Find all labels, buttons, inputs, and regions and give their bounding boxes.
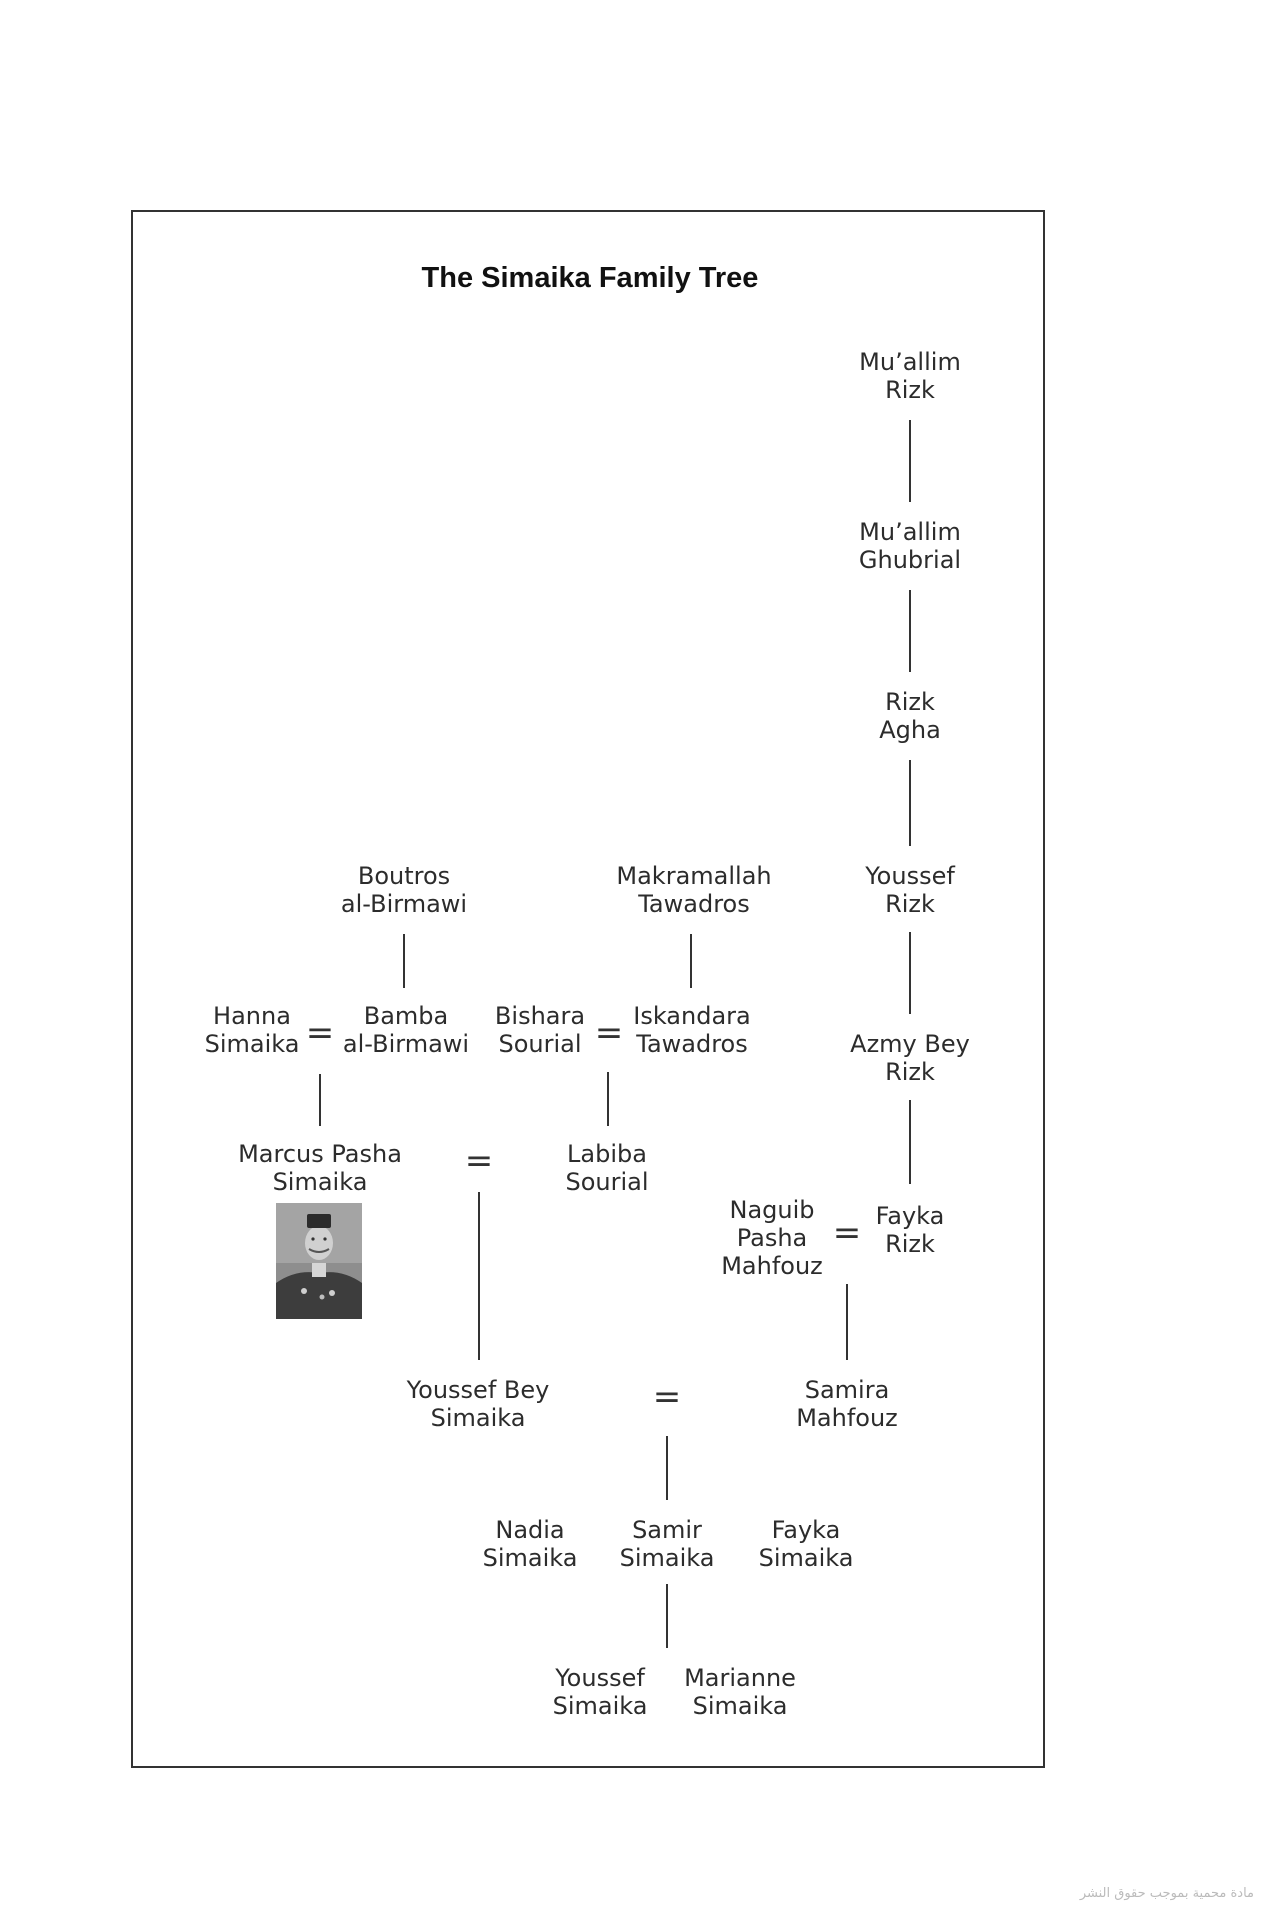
diagram-frame — [131, 210, 1045, 1768]
diagram-title: The Simaika Family Tree — [421, 262, 759, 294]
line-rizk-agha-to-youssef-rizk — [909, 760, 911, 846]
copyright-watermark: مادة محمية بموجب حقوق النشر — [1079, 1886, 1254, 1901]
line-makramallah-to-iskandara — [690, 934, 692, 988]
marriage-symbol-hanna-bamba: = — [305, 1013, 335, 1053]
line-youssef-bey-samira-to-children — [666, 1436, 668, 1500]
marcus-pasha-portrait — [276, 1203, 362, 1319]
line-bishara-iskandara-to-labiba — [607, 1072, 609, 1126]
line-azmy-bey-to-fayka-rizk — [909, 1100, 911, 1184]
marriage-symbol-naguib-fayka: = — [832, 1213, 862, 1253]
line-naguib-fayka-to-samira — [846, 1284, 848, 1360]
marriage-symbol-youssef-bey-samira: = — [652, 1377, 682, 1417]
line-hanna-bamba-to-marcus — [319, 1074, 321, 1126]
line-marcus-labiba-to-youssef-bey — [478, 1192, 480, 1360]
line-samir-to-children — [666, 1584, 668, 1648]
line-youssef-rizk-to-azmy-bey — [909, 932, 911, 1014]
line-ghubrial-to-rizk-agha — [909, 590, 911, 672]
marriage-symbol-marcus-labiba: = — [464, 1141, 494, 1181]
line-muallim-rizk-to-ghubrial — [909, 420, 911, 502]
line-boutros-to-bamba — [403, 934, 405, 988]
marriage-symbol-bishara-iskandara: = — [594, 1013, 624, 1053]
